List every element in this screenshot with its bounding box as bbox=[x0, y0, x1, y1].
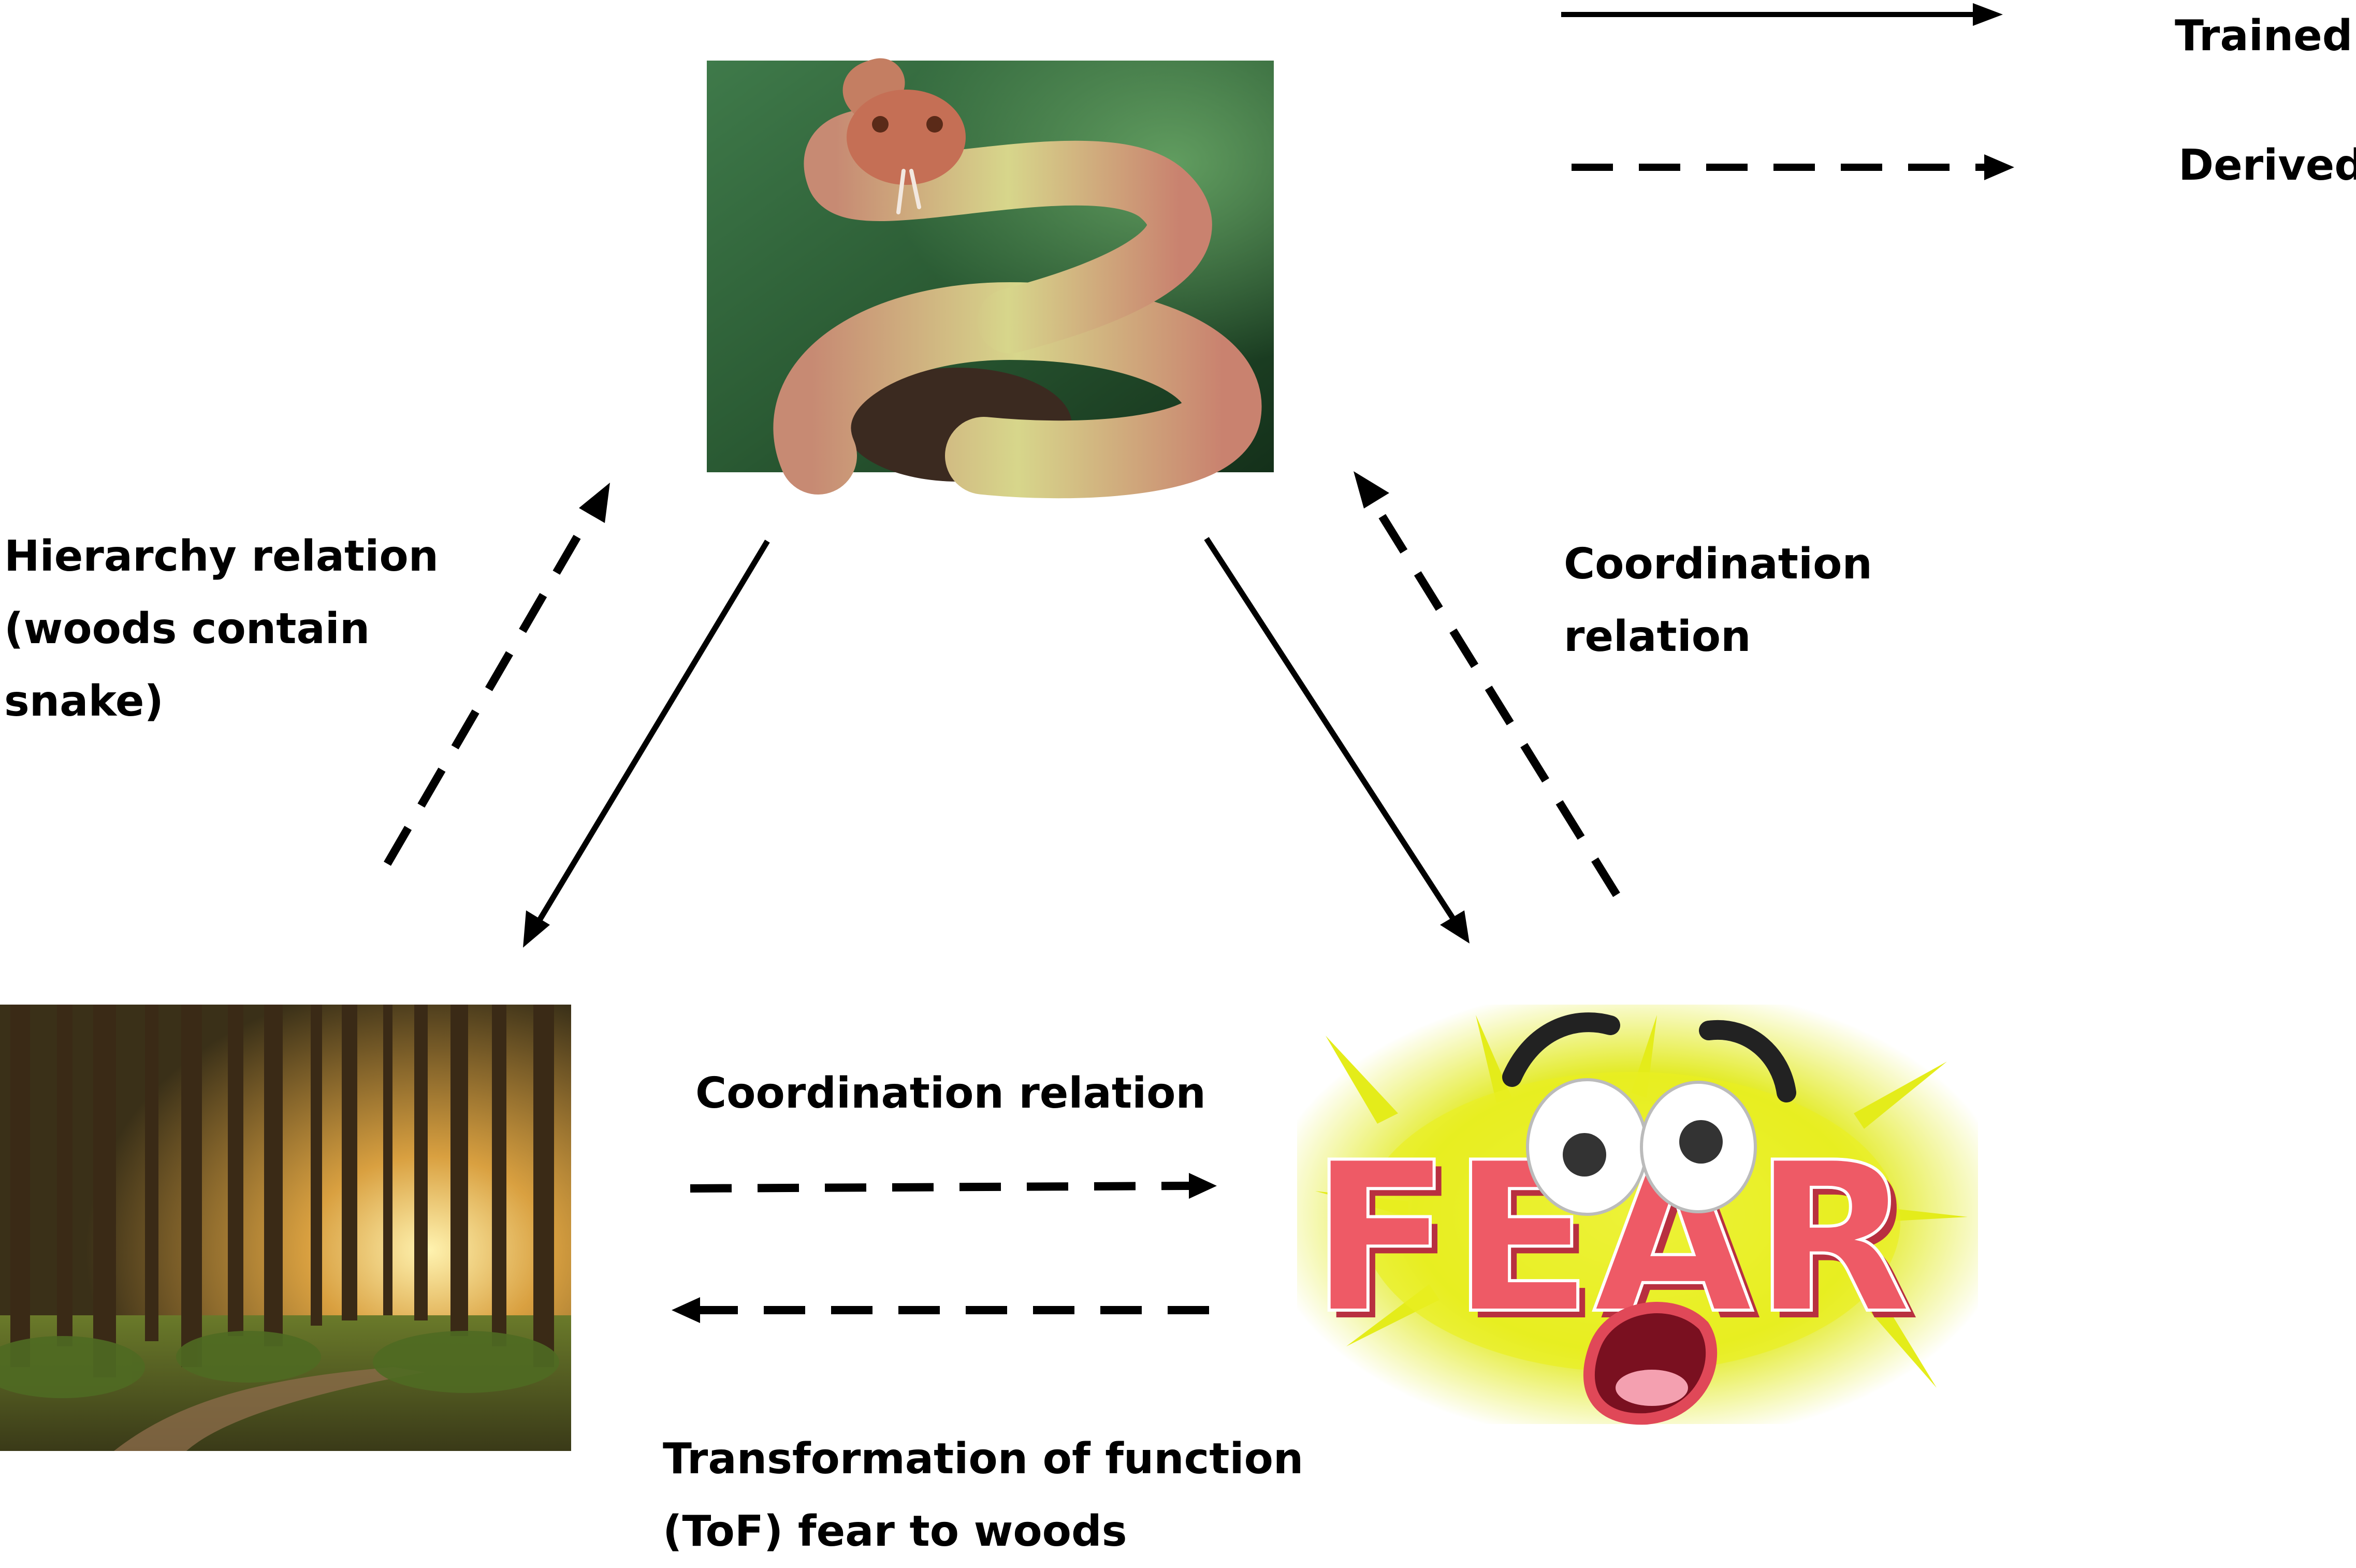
legend bbox=[1561, 3, 2014, 180]
legend-trained-arrow bbox=[1561, 3, 2003, 26]
derived-arrow-woods-to-fear bbox=[690, 1173, 1217, 1199]
legend-derived-arrow bbox=[1572, 154, 2014, 180]
derived-arrow-fear-to-woods bbox=[672, 1297, 1209, 1323]
legend-derived-label: Derived bbox=[2178, 141, 2356, 190]
derived-arrow-woods-to-snake bbox=[384, 483, 610, 866]
legend-trained-label: Trained bbox=[2175, 11, 2353, 61]
snake-photo-icon bbox=[707, 58, 1274, 499]
coordination-relation-snake-fear-label: Coordination relation bbox=[1564, 540, 1872, 661]
derived-arrow-fear-to-snake bbox=[1354, 471, 1620, 897]
transformation-of-function-label: Transformation of function (ToF) fear to… bbox=[663, 1434, 1304, 1556]
forest-photo-icon bbox=[0, 1005, 571, 1451]
trained-arrow-snake-to-woods bbox=[523, 540, 770, 948]
fear-cartoon-icon: FEAR FEAR bbox=[1297, 1005, 1978, 1425]
coordination-relation-woods-fear-label: Coordination relation bbox=[695, 1069, 1206, 1118]
trained-arrow-snake-to-fear bbox=[1204, 537, 1470, 943]
hierarchy-relation-label: Hierarchy relation (woods contain snake) bbox=[4, 532, 439, 726]
